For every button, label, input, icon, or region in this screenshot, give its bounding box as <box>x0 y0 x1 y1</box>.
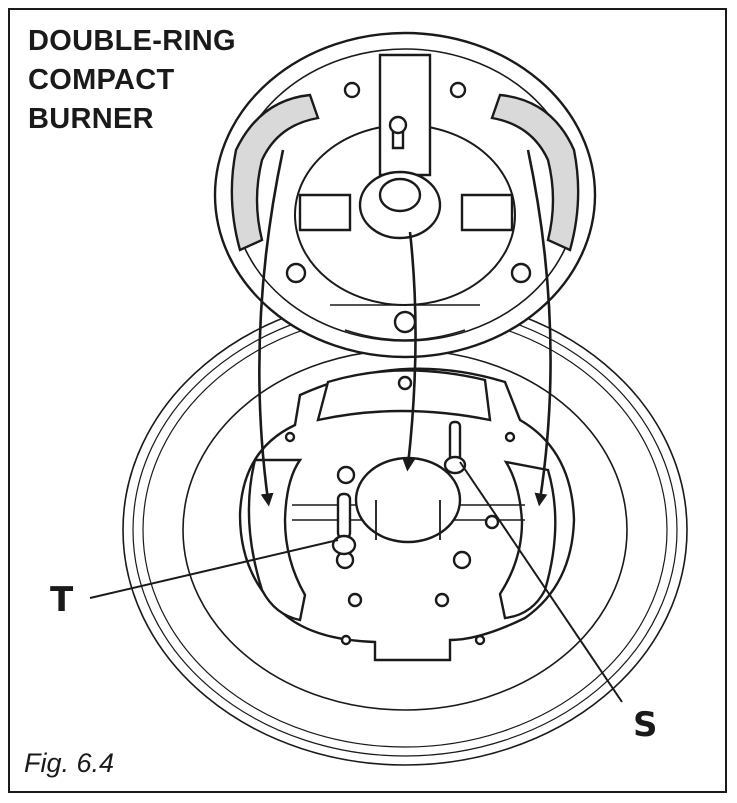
leader-lines <box>89 461 623 703</box>
assembly-arrows <box>258 149 552 507</box>
title-line-2: COMPACT <box>28 64 175 96</box>
label-t: T <box>50 580 74 620</box>
burner-base <box>238 367 576 662</box>
figure-title: DOUBLE-RING COMPACT BURNER <box>28 22 236 139</box>
title-line-1: DOUBLE-RING <box>28 25 236 57</box>
label-s: S <box>633 705 658 745</box>
title-line-3: BURNER <box>28 103 154 135</box>
figure-caption: Fig. 6.4 <box>24 748 115 778</box>
burner-crown <box>213 31 597 359</box>
